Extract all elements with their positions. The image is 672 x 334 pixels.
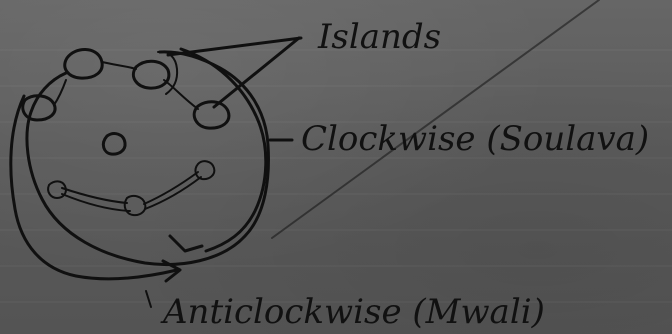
clockwise-arrowhead [170, 236, 202, 251]
island-right [194, 102, 229, 128]
connector-4 [62, 188, 127, 203]
island-left [23, 96, 55, 120]
label-tick [146, 291, 151, 307]
connector-2 [164, 80, 198, 109]
island-center [103, 134, 125, 155]
islands-label: Islands [317, 17, 441, 57]
island-lower-middle [125, 196, 146, 215]
clockwise-arc [181, 49, 266, 251]
island-top-left [65, 49, 102, 78]
connector-5 [144, 172, 198, 204]
clockwise-label: Clockwise (Soulava) [301, 119, 649, 159]
anticlockwise-label: Anticlockwise (Mwali) [160, 292, 545, 332]
connector-3 [54, 80, 66, 105]
connector-7 [145, 177, 201, 209]
island-top-center [133, 61, 168, 88]
connector-1 [102, 62, 136, 69]
notebook-lines [0, 50, 672, 302]
island-lower-right [195, 161, 214, 179]
